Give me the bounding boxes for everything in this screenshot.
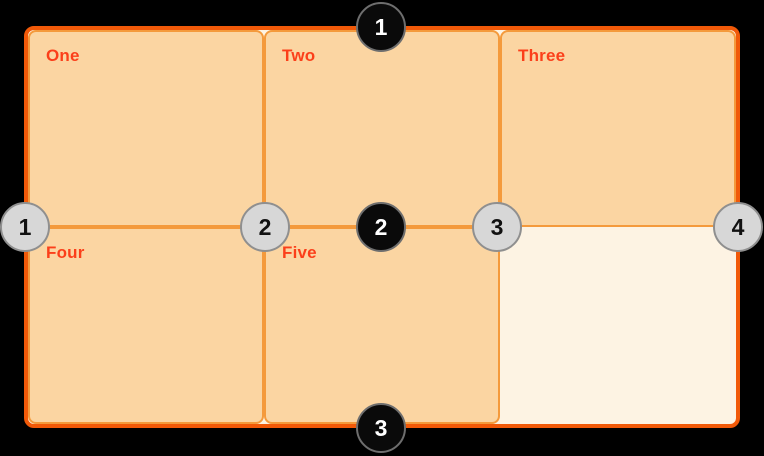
column-line-marker-4: 4	[713, 202, 763, 252]
grid-cell-five: Five	[264, 227, 500, 424]
grid-cell-three: Three	[500, 30, 736, 227]
column-line-marker-2: 2	[240, 202, 290, 252]
cell-label-three: Three	[518, 46, 566, 65]
row-line-marker-1: 1	[356, 2, 406, 52]
row-line-marker-2: 2	[356, 202, 406, 252]
cell-label-five: Five	[282, 243, 317, 262]
grid-cell-one: One	[28, 30, 264, 227]
grid-cell-two: Two	[264, 30, 500, 227]
cell-label-two: Two	[282, 46, 316, 65]
column-line-marker-1: 1	[0, 202, 50, 252]
cell-label-four: Four	[46, 243, 85, 262]
grid-cell-four: Four	[28, 227, 264, 424]
row-line-marker-3: 3	[356, 403, 406, 453]
grid-cell-empty	[500, 227, 736, 424]
cell-label-one: One	[46, 46, 80, 65]
grid-container: One Two Three Four Five	[24, 26, 740, 428]
column-line-marker-3: 3	[472, 202, 522, 252]
